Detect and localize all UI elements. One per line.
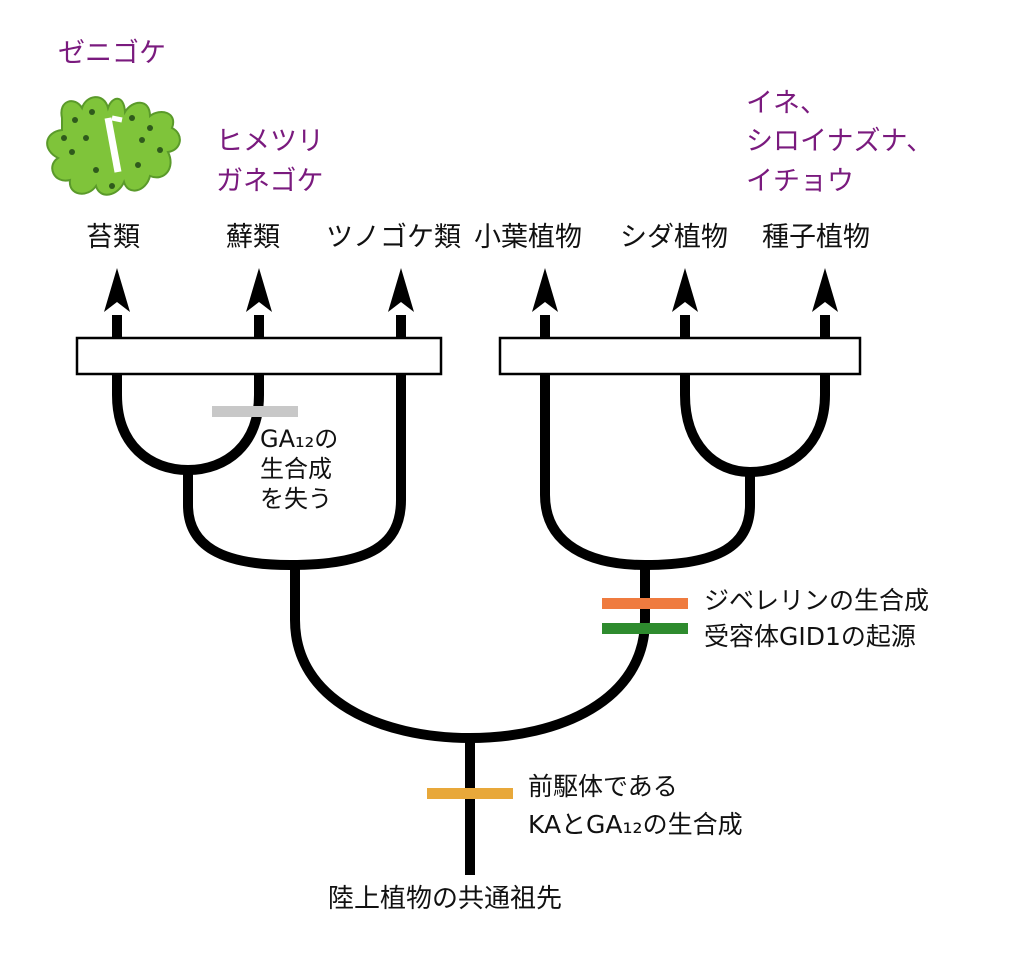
- ga12-loss-note-line1: GA₁₂の: [260, 425, 339, 453]
- leaf-liverworts: 苔類: [86, 222, 140, 253]
- gibberellin-note: ジベレリンの生合成: [704, 586, 930, 615]
- branch-mosses: [187, 315, 264, 475]
- example-seed-line3: イチョウ: [746, 166, 854, 197]
- example-physcomitrella-line1: ヒメツリ: [216, 126, 324, 157]
- branch-liverworts: [112, 315, 189, 475]
- leaf-ferns: シダ植物: [620, 222, 728, 253]
- ga12-loss-note-line3: を失う: [260, 485, 332, 513]
- example-seed-line1: イネ、: [746, 88, 827, 119]
- leaf-lycophytes: 小葉植物: [474, 222, 582, 253]
- up-arrow-icon: [388, 268, 414, 312]
- bryophyte-box: [75, 336, 443, 376]
- branch-euphyllophytes: [644, 472, 755, 570]
- liverwort-thallus-image: [46, 96, 181, 196]
- ga12-loss-bar: [212, 406, 298, 417]
- example-physcomitrella-line2: ガネゴケ: [216, 166, 324, 197]
- up-arrow-icon: [812, 268, 838, 312]
- up-arrow-icon: [532, 268, 558, 312]
- branch-vascular-stem: [469, 565, 650, 743]
- branch-lycophytes: [540, 315, 646, 570]
- precursor-note-line1: 前駆体である: [528, 772, 678, 801]
- up-arrow-icon: [104, 268, 130, 312]
- leaf-mosses: 蘚類: [226, 222, 280, 253]
- up-arrow-icon: [246, 268, 272, 312]
- vascular-box: [498, 336, 862, 376]
- branch-bryophyte-inner: [183, 470, 291, 570]
- up-arrow-icon: [672, 268, 698, 312]
- root-label: 陸上植物の共通祖先: [328, 884, 563, 914]
- branch-hornworts: [289, 315, 406, 570]
- leaf-seed-plants: 種子植物: [762, 222, 870, 253]
- ga12-loss-note-line2: 生合成: [260, 455, 332, 483]
- example-marchantia: ゼニゴケ: [58, 38, 166, 69]
- precursor-note-line2: KAとGA₁₂の生合成: [528, 810, 743, 839]
- branch-ferns: [680, 315, 751, 477]
- precursor-bar: [427, 788, 513, 799]
- branch-bryophytes-stem: [290, 565, 471, 743]
- leaf-hornworts: ツノゴケ類: [326, 222, 461, 253]
- gid1-note: 受容体GID1の起源: [704, 622, 916, 651]
- gibberellin-bar: [602, 598, 688, 609]
- example-seed-line2: シロイナズナ、: [746, 126, 934, 157]
- branch-seed-plants: [749, 315, 830, 477]
- gid1-bar: [602, 623, 688, 634]
